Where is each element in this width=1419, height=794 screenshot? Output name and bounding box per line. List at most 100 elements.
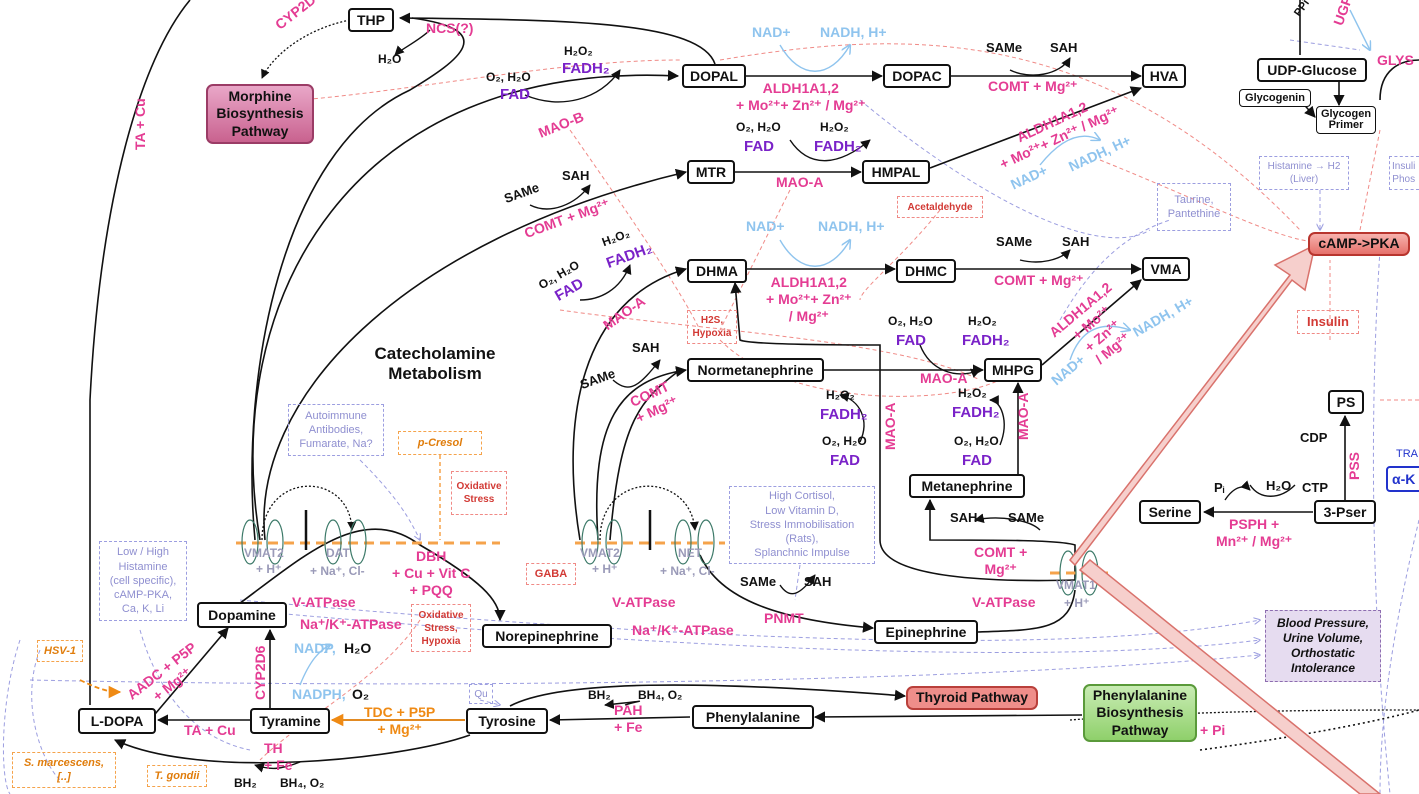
box-s-marcescens: S. marcescens, [..]: [12, 752, 116, 788]
label-pi-2: Pᵢ: [1214, 480, 1225, 495]
label-comt-1: COMT + Mg²⁺: [988, 78, 1078, 94]
node-alpha-k: α-K: [1386, 466, 1419, 492]
label-h-plus-2: + H⁺: [592, 562, 618, 576]
label-vmat2-1: VMAT2: [244, 546, 284, 560]
node-tyrosine: Tyrosine: [466, 708, 548, 734]
label-nadph: NADPH,: [292, 686, 346, 702]
label-fadh2-5: FADH₂: [820, 406, 868, 423]
label-tdc: TDC + P5P + Mg²⁺: [364, 704, 436, 737]
label-sah-5: SAH: [950, 510, 978, 525]
label-mao-a-1: MAO-A: [776, 174, 824, 190]
box-hsv-1: HSV-1: [37, 640, 83, 662]
box-cortisol: High Cortisol, Low Vitamin D, Stress Imm…: [729, 486, 875, 564]
label-same-1: SAMe: [986, 40, 1023, 55]
label-h2o2-4: H₂O₂: [968, 314, 997, 328]
label-aldh-3: ALDH1A1,2 + Mo²⁺+ Zn²⁺ / Mg²⁺: [766, 274, 852, 324]
node-serine: Serine: [1139, 500, 1201, 524]
label-fad-4: FAD: [896, 332, 926, 349]
label-h2o-bottom: H₂O: [344, 640, 372, 656]
pathway-thyroid[interactable]: Thyroid Pathway: [906, 686, 1038, 710]
node-mhpg: MHPG: [984, 358, 1042, 382]
box-oxidative-hypoxia: Oxidative Stress, Hypoxia: [411, 604, 471, 652]
node-dopamine: Dopamine: [197, 602, 287, 628]
label-na-cl-1: + Na⁺, Cl-: [310, 564, 365, 578]
label-o2-h2o-4: O₂, H₂O: [888, 314, 933, 328]
label-nadp: NADP,: [294, 640, 336, 656]
label-ta-cu-vertical: TA + Cu: [132, 98, 148, 150]
label-ta-cu: TA + Cu: [184, 722, 236, 738]
node-mtr: MTR: [687, 160, 735, 184]
label-h2o2-6: H₂O₂: [958, 386, 987, 400]
pathway-blood-pressure[interactable]: Blood Pressure, Urine Volume, Orthostati…: [1265, 610, 1381, 682]
node-glycogen-primer: Glycogen Primer: [1316, 106, 1376, 134]
label-sah-1: SAH: [1050, 40, 1078, 55]
label-sah-2: SAH: [562, 168, 590, 183]
label-glys: GLYS: [1377, 52, 1414, 68]
label-bh2-2: BH₂: [588, 688, 611, 702]
label-ctp: CTP: [1302, 480, 1328, 495]
label-tra: TRA: [1396, 448, 1418, 460]
label-nadh-3: NADH, H+: [818, 218, 885, 234]
node-hva: HVA: [1142, 64, 1186, 88]
node-udp-glucose: UDP-Glucose: [1257, 58, 1367, 82]
label-pah: PAH + Fe: [614, 702, 643, 735]
label-mao-a-3: MAO-A: [920, 370, 968, 386]
label-h-plus-1: + H⁺: [256, 562, 282, 576]
box-insulin-phos: Insuli Phos: [1389, 156, 1419, 190]
box-qu: Qu: [469, 684, 493, 704]
label-nad-3: NAD+: [746, 218, 785, 234]
label-net: NET: [678, 546, 702, 560]
label-sah-3: SAH: [1062, 234, 1090, 249]
box-autoimmune: Autoimmune Antibodies, Fumarate, Na?: [288, 404, 384, 456]
label-na-k-atpase-1: Na⁺/K⁺-ATPase: [300, 616, 402, 632]
node-dopac: DOPAC: [883, 64, 951, 88]
pathway-morphine-biosynthesis[interactable]: Morphine Biosynthesis Pathway: [206, 84, 314, 144]
label-dbh: DBH + Cu + Vit C + PQQ: [392, 548, 471, 598]
label-h2o-thp: H₂O: [378, 52, 402, 66]
label-comt-3: COMT + Mg²⁺: [994, 272, 1084, 288]
box-histamine-cell: Low / High Histamine (cell specific), cA…: [99, 541, 187, 621]
label-pnmt: PNMT: [764, 610, 804, 626]
diagram-title: Catecholamine Metabolism: [374, 344, 496, 384]
node-metanephrine: Metanephrine: [909, 474, 1025, 498]
box-histamine-h2: Histamine → H2 (Liver): [1259, 156, 1349, 190]
box-t-gondii: T. gondii: [147, 765, 207, 787]
label-na-k-atpase-2: Na⁺/K⁺-ATPase: [632, 622, 734, 638]
node-dhma: DHMA: [687, 259, 747, 283]
label-nadh-1: NADH, H+: [820, 24, 887, 40]
node-normetanephrine: Normetanephrine: [687, 358, 824, 382]
node-thp: THP: [348, 8, 394, 32]
pathway-camp-pka[interactable]: cAMP->PKA: [1308, 232, 1410, 256]
label-bh4-2: BH₄, O₂: [638, 688, 683, 702]
label-o2-h2o-6: O₂, H₂O: [954, 434, 999, 448]
node-phenylalanine: Phenylalanine: [692, 705, 814, 729]
label-vmat2-2: VMAT2: [580, 546, 620, 560]
label-h2o2-1: H₂O₂: [564, 44, 593, 58]
label-mao-a-vertical: MAO-A: [882, 402, 898, 450]
node-epinephrine: Epinephrine: [874, 620, 978, 644]
label-na-cl-2: + Na⁺, Cl-: [660, 564, 715, 578]
node-norepinephrine: Norepinephrine: [482, 624, 612, 648]
label-fadh2-4: FADH₂: [962, 332, 1010, 349]
label-ncs: NCS(?): [426, 20, 474, 36]
label-mao-a-vertical-2: MAO-A: [1015, 392, 1031, 440]
label-bh2-1: BH₂: [234, 776, 257, 790]
node-l-dopa: L-DOPA: [78, 708, 156, 734]
label-fadh2-2: FADH₂: [814, 138, 862, 155]
label-same-6: SAMe: [740, 574, 777, 589]
label-o2-h2o-5: O₂, H₂O: [822, 434, 867, 448]
box-insulin: Insulin: [1297, 310, 1359, 334]
label-o2-h2o-1: O₂, H₂O: [486, 70, 531, 84]
node-dhmc: DHMC: [896, 259, 956, 283]
label-fadh2-6: FADH₂: [952, 404, 1000, 421]
pathway-phenylalanine-biosynthesis[interactable]: Phenylalanine Biosynthesis Pathway: [1083, 684, 1197, 742]
node-tyramine: Tyramine: [250, 708, 330, 734]
label-pss: PSS: [1346, 451, 1362, 480]
label-bh4-1: BH₄, O₂: [280, 776, 325, 790]
label-fadh2-1: FADH₂: [562, 60, 610, 77]
box-oxidative-stress: Oxidative Stress: [451, 471, 507, 515]
label-vmat1: VMAT1: [1056, 578, 1096, 592]
label-o2-bottom: O₂: [352, 686, 370, 702]
label-same-5: SAMe: [1008, 510, 1045, 525]
node-ps: PS: [1328, 390, 1364, 414]
